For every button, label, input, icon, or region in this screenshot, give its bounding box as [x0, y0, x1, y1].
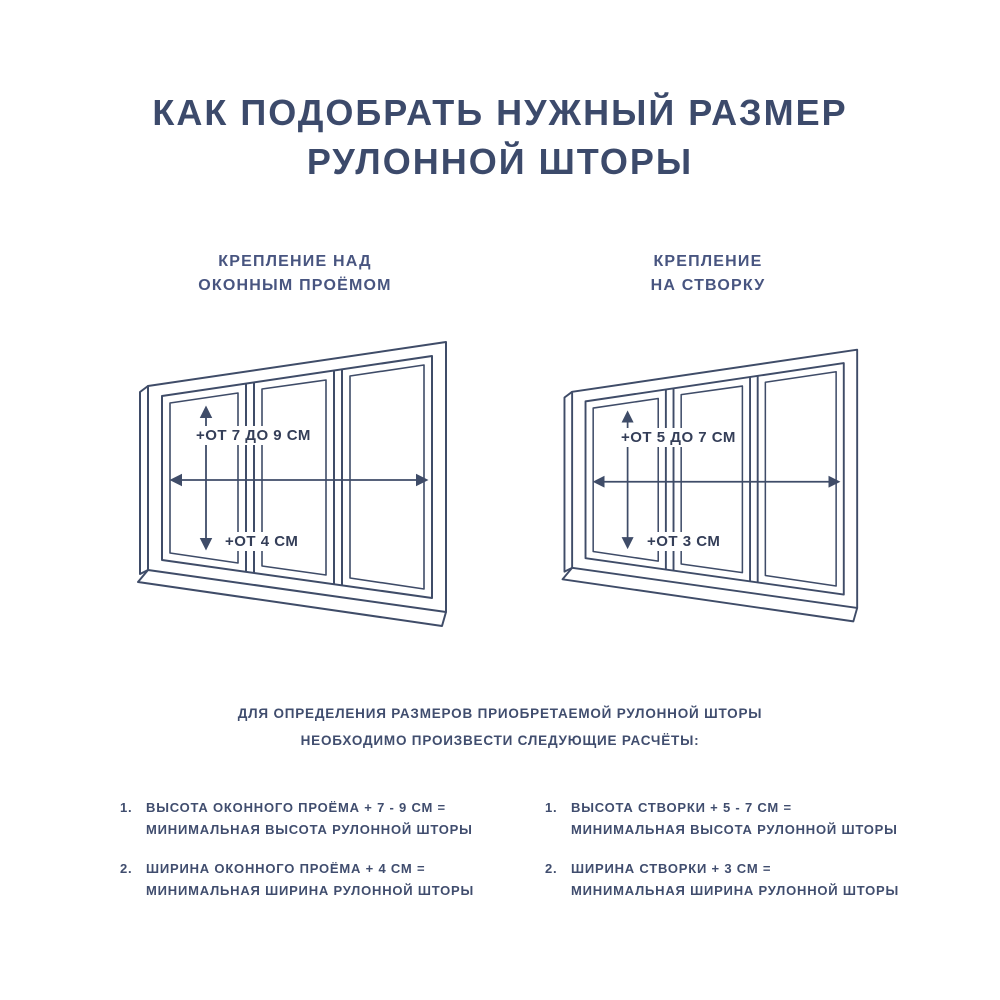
window-sashes: [169, 364, 425, 590]
list-item-line2: МИНИМАЛЬНАЯ ШИРИНА РУЛОННОЙ ШТОРЫ: [571, 883, 900, 898]
window-sashes: [592, 370, 837, 587]
list-item: 1. ВЫСОТА СТВОРКИ + 5 - 7 СМ = МИНИМАЛЬН…: [545, 797, 1000, 841]
list-item-text: ШИРИНА ОКОННОГО ПРОЁМА + 4 СМ = МИНИМАЛЬ…: [146, 858, 474, 902]
page-title-line1: КАК ПОДОБРАТЬ НУЖНЫЙ РАЗМЕР: [152, 92, 848, 133]
list-item-line1: ВЫСОТА СТВОРКИ + 5 - 7 СМ =: [571, 800, 792, 815]
section-heading-above-opening: КРЕПЛЕНИЕ НАД ОКОННЫМ ПРОЁМОМ: [130, 250, 460, 298]
list-item-line2: МИНИМАЛЬНАЯ ВЫСОТА РУЛОННОЙ ШТОРЫ: [571, 822, 898, 837]
list-item-text: ВЫСОТА СТВОРКИ + 5 - 7 СМ = МИНИМАЛЬНАЯ …: [571, 797, 898, 841]
window-diagram-left: +ОТ 7 ДО 9 СМ +ОТ 4 СМ: [128, 330, 473, 640]
window-illustration-right-icon: [561, 348, 859, 623]
height-measure-label-left: +ОТ 7 ДО 9 СМ: [192, 426, 315, 445]
instructions-intro-line1: ДЛЯ ОПРЕДЕЛЕНИЯ РАЗМЕРОВ ПРИОБРЕТАЕМОЙ Р…: [237, 706, 763, 721]
page-title-line2: РУЛОННОЙ ШТОРЫ: [306, 141, 694, 182]
window-illustration-left-icon: [137, 341, 447, 627]
calculation-lists: 1. ВЫСОТА ОКОННОГО ПРОЁМА + 7 - 9 СМ = М…: [0, 797, 1000, 919]
list-item: 2. ШИРИНА СТВОРКИ + 3 СМ = МИНИМАЛЬНАЯ Ш…: [545, 858, 1000, 902]
calculation-list-opening: 1. ВЫСОТА ОКОННОГО ПРОЁМА + 7 - 9 СМ = М…: [0, 797, 500, 919]
list-item: 1. ВЫСОТА ОКОННОГО ПРОЁМА + 7 - 9 СМ = М…: [120, 797, 500, 841]
list-item-line1: ШИРИНА ОКОННОГО ПРОЁМА + 4 СМ =: [146, 861, 426, 876]
list-item-line1: ШИРИНА СТВОРКИ + 3 СМ =: [571, 861, 772, 876]
list-item-number: 1.: [120, 800, 133, 815]
calculation-list-sash: 1. ВЫСОТА СТВОРКИ + 5 - 7 СМ = МИНИМАЛЬН…: [500, 797, 1000, 919]
section-heading-on-sash: КРЕПЛЕНИЕ НА СТВОРКУ: [543, 250, 873, 298]
instructions-intro-line2: НЕОБХОДИМО ПРОИЗВЕСТИ СЛЕДУЮЩИЕ РАСЧЁТЫ:: [300, 733, 700, 748]
list-item-line1: ВЫСОТА ОКОННОГО ПРОЁМА + 7 - 9 СМ =: [146, 800, 446, 815]
section-heading-right-line2: НА СТВОРКУ: [650, 277, 766, 294]
list-item-line2: МИНИМАЛЬНАЯ ШИРИНА РУЛОННОЙ ШТОРЫ: [146, 883, 475, 898]
list-item-number: 2.: [545, 861, 558, 876]
list-item-text: ШИРИНА СТВОРКИ + 3 СМ = МИНИМАЛЬНАЯ ШИРИ…: [571, 858, 899, 902]
list-item-number: 2.: [120, 861, 133, 876]
instructions-intro: ДЛЯ ОПРЕДЕЛЕНИЯ РАЗМЕРОВ ПРИОБРЕТАЕМОЙ Р…: [0, 700, 1000, 754]
window-frame: [561, 348, 859, 623]
list-item-text: ВЫСОТА ОКОННОГО ПРОЁМА + 7 - 9 СМ = МИНИ…: [146, 797, 473, 841]
page-title: КАК ПОДОБРАТЬ НУЖНЫЙ РАЗМЕР РУЛОННОЙ ШТО…: [0, 88, 1000, 186]
list-item-line2: МИНИМАЛЬНАЯ ВЫСОТА РУЛОННОЙ ШТОРЫ: [146, 822, 473, 837]
width-measure-label-right: +ОТ 3 СМ: [643, 532, 725, 551]
width-measure-label-left: +ОТ 4 СМ: [221, 532, 303, 551]
window-diagram-right: +ОТ 5 ДО 7 СМ +ОТ 3 СМ: [553, 338, 883, 635]
section-heading-left-line1: КРЕПЛЕНИЕ НАД: [218, 253, 372, 270]
list-item: 2. ШИРИНА ОКОННОГО ПРОЁМА + 4 СМ = МИНИМ…: [120, 858, 500, 902]
list-item-number: 1.: [545, 800, 558, 815]
section-heading-right-line1: КРЕПЛЕНИЕ: [653, 253, 763, 270]
window-frame: [137, 341, 447, 627]
section-heading-left-line2: ОКОННЫМ ПРОЁМОМ: [198, 277, 392, 294]
height-measure-label-right: +ОТ 5 ДО 7 СМ: [617, 428, 740, 447]
